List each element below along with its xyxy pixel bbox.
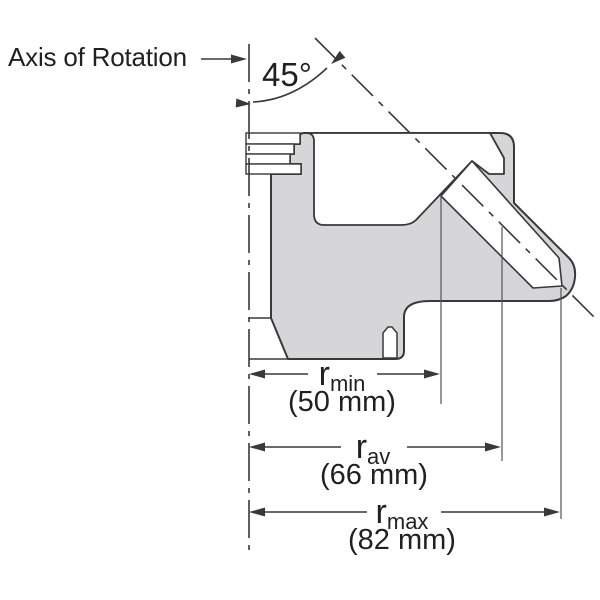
dim-arrowhead-left-icon	[249, 442, 265, 452]
rav-value: (66 mm)	[320, 459, 428, 491]
dim-arrowhead-left-icon	[249, 507, 265, 517]
rmax-value: (82 mm)	[348, 524, 456, 556]
extension-lines	[440, 196, 562, 519]
hub-step	[245, 153, 291, 165]
rav-label: rav	[356, 428, 391, 469]
rmin-value: (50 mm)	[288, 386, 396, 418]
dim-arrowhead-right-icon	[485, 442, 501, 452]
rotor-pocket-cavity	[305, 132, 505, 226]
hub-step	[245, 132, 301, 145]
locating-pin	[382, 326, 398, 359]
hub-step	[245, 163, 302, 175]
axis-leader-arrowhead-icon	[231, 54, 247, 64]
dimension-rav: rav (66 mm)	[249, 428, 501, 491]
angle-arrowhead-right-icon	[331, 50, 346, 64]
dimension-rmax: rmax (82 mm)	[249, 493, 560, 556]
angle-arc-arrow	[252, 67, 328, 103]
angle-label: 45°	[262, 56, 312, 93]
dim-arrowhead-right-icon	[544, 507, 560, 517]
axis-of-rotation-label: Axis of Rotation	[8, 42, 187, 72]
hub-flange-steps	[245, 132, 302, 175]
dim-arrowhead-left-icon	[249, 369, 265, 379]
tube-axis-centerline	[314, 37, 599, 322]
hub-bore-edges	[249, 317, 289, 360]
angle-arrowhead-left-icon	[235, 98, 251, 108]
rmin-label: rmin	[319, 355, 366, 396]
dimension-rmin: rmin (50 mm)	[249, 355, 440, 418]
rmax-label: rmax	[376, 493, 429, 534]
hub-step	[245, 143, 295, 155]
dim-arrowhead-right-icon	[424, 369, 440, 379]
